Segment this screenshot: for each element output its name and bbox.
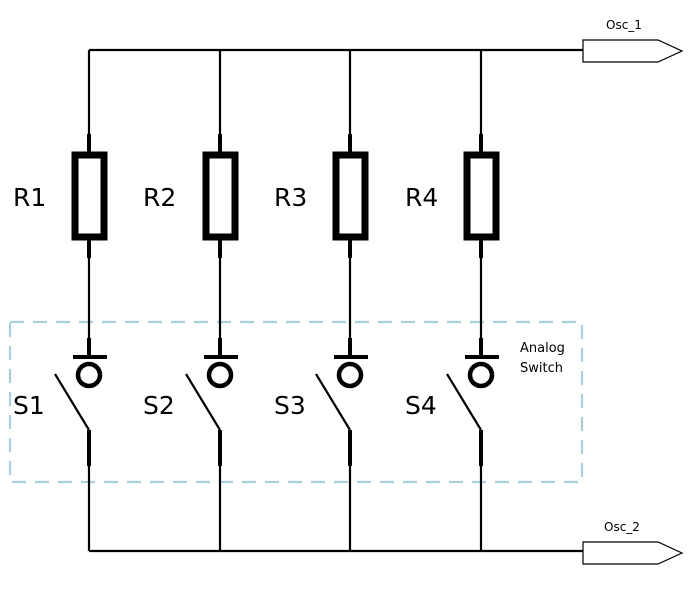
analog-switch-boundary <box>8 320 584 484</box>
resistor-r1 <box>71 151 108 241</box>
switch-label-s1: S1 <box>13 391 45 420</box>
branch-4 <box>446 50 500 551</box>
switch-label-s2: S2 <box>143 391 175 420</box>
analog-switch-label-line1: Analog <box>520 341 565 356</box>
analog-switch-label-line2: Switch <box>520 361 563 376</box>
resistor-r3 <box>332 151 369 241</box>
osc2-port <box>582 541 684 565</box>
resistor-label-r4: R4 <box>405 183 438 212</box>
resistor-label-r1: R1 <box>13 183 46 212</box>
resistor-label-r3: R3 <box>274 183 307 212</box>
resistor-r2 <box>202 151 239 241</box>
branch-3 <box>315 50 369 551</box>
resistor-r4 <box>463 151 500 241</box>
branch-1 <box>54 50 108 551</box>
switch-label-s3: S3 <box>274 391 306 420</box>
osc1-label: Osc_1 <box>606 18 642 32</box>
branch-2 <box>185 50 239 551</box>
resistor-label-r2: R2 <box>143 183 176 212</box>
switch-label-s4: S4 <box>405 391 437 420</box>
osc1-port <box>582 39 684 63</box>
osc2-label: Osc_2 <box>604 520 640 534</box>
